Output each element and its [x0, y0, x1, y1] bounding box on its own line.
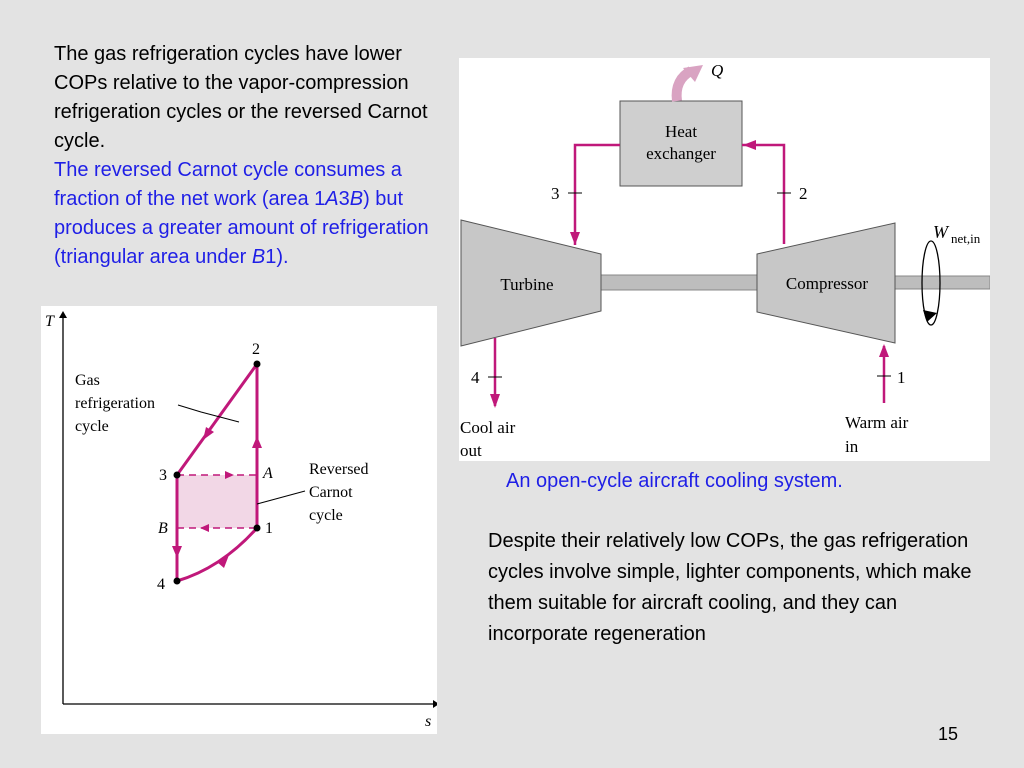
gas-cycle-leader: [177, 404, 240, 423]
heat-exchanger-label-2: exchanger: [646, 144, 716, 163]
cool-air-label-2: out: [460, 441, 482, 460]
shaft-right: [894, 275, 991, 290]
intro-blue-paragraph: The reversed Carnot cycle consumes a fra…: [54, 159, 429, 268]
intro-paragraph: The gas refrigeration cycles have lower …: [54, 43, 428, 152]
shaft-left: [600, 274, 762, 291]
state-1-label: 1: [265, 520, 273, 537]
pipe-4-arrow: [490, 394, 500, 408]
intro-text: The gas refrigeration cycles have lower …: [54, 40, 444, 272]
pipe-3: [573, 143, 620, 245]
heat-label-q: Q: [711, 61, 723, 80]
turbine: [460, 219, 602, 347]
state-3-dot: [173, 471, 181, 479]
gas-cycle-label-3: cycle: [75, 418, 109, 435]
carnot-label-1: Reversed: [309, 461, 369, 478]
carnot-area: [177, 475, 257, 528]
state-1-dot: [253, 524, 261, 532]
intro-blue-B2: B: [251, 246, 266, 268]
carnot-leader: [256, 490, 306, 505]
arrow-3-4: [172, 546, 182, 558]
carnot-bottom-arrow: [200, 524, 209, 532]
intro-blue-B: B: [349, 188, 364, 210]
work-input-rotation: [921, 240, 941, 326]
pipe-2-arrow: [743, 140, 756, 150]
arrow-4-1: [217, 555, 229, 568]
pipe-2: [742, 143, 786, 244]
process-2-3: [175, 363, 259, 476]
s-axis-label: s: [425, 713, 431, 730]
pipe-1-arrow: [879, 344, 889, 357]
heat-exchanger-label-1: Heat: [665, 122, 697, 141]
turbine-label: Turbine: [500, 275, 553, 294]
arrow-1-2: [252, 436, 262, 448]
process-4-1: [176, 526, 259, 583]
state-2-label: 2: [799, 184, 808, 203]
carnot-top-arrow: [225, 471, 234, 479]
work-label-w: W: [933, 222, 950, 242]
state-2-dot: [253, 360, 261, 368]
t-axis-arrow: [59, 311, 67, 318]
work-input-arrowhead: [923, 310, 937, 322]
ts-diagram: T s 2 3 1 4 A B Gas refrigeration cycle …: [45, 311, 439, 730]
body-paragraph: Despite their relatively low COPs, the g…: [488, 530, 972, 645]
state-3-label: 3: [551, 184, 560, 203]
figure-caption: An open-cycle aircraft cooling system.: [506, 470, 843, 492]
gas-cycle-label-1: Gas: [75, 372, 100, 389]
state-1-label: 1: [897, 368, 906, 387]
cooling-system-panel: Heat exchanger Q Turbine Compressor W ne…: [459, 58, 991, 461]
cool-air-label-1: Cool air: [460, 418, 516, 437]
point-B-label: B: [158, 520, 168, 537]
state-3-label: 3: [159, 467, 167, 484]
warm-air-label-1: Warm air: [845, 413, 909, 432]
page-number: 15: [938, 724, 959, 744]
carnot-label-3: cycle: [309, 507, 343, 524]
arrow-2-3: [203, 427, 214, 440]
t-axis-label: T: [45, 313, 55, 330]
ts-diagram-panel: T s 2 3 1 4 A B Gas refrigeration cycle …: [41, 306, 439, 734]
carnot-label-2: Carnot: [309, 484, 353, 501]
cooling-system-diagram: Heat exchanger Q Turbine Compressor W ne…: [460, 61, 991, 460]
heat-out-arrowhead: [683, 65, 703, 82]
gas-cycle-label-2: refrigeration: [75, 395, 155, 412]
work-label-subscript: net,in: [951, 231, 981, 246]
compressor: [756, 222, 896, 344]
intro-blue-3: 3: [338, 188, 350, 210]
intro-blue-A: A: [325, 188, 339, 210]
intro-blue-part-a: The reversed Carnot cycle consumes a fra…: [54, 159, 402, 210]
state-4-label: 4: [157, 576, 165, 593]
intro-blue-part-c: 1).: [265, 246, 289, 268]
intro-blue-part-b: ) but produces a greater amount of refri…: [54, 188, 429, 268]
state-2-label: 2: [252, 341, 260, 358]
heat-exchanger: [619, 100, 743, 187]
state-4-dot: [173, 577, 181, 585]
s-axis-arrow: [433, 700, 439, 708]
state-4-label: 4: [471, 368, 480, 387]
heat-out-arrow: [671, 66, 694, 102]
warm-air-label-2: in: [845, 437, 859, 456]
point-A-label: A: [262, 465, 273, 482]
pipe-3-arrow: [570, 232, 580, 245]
compressor-label: Compressor: [786, 274, 869, 293]
